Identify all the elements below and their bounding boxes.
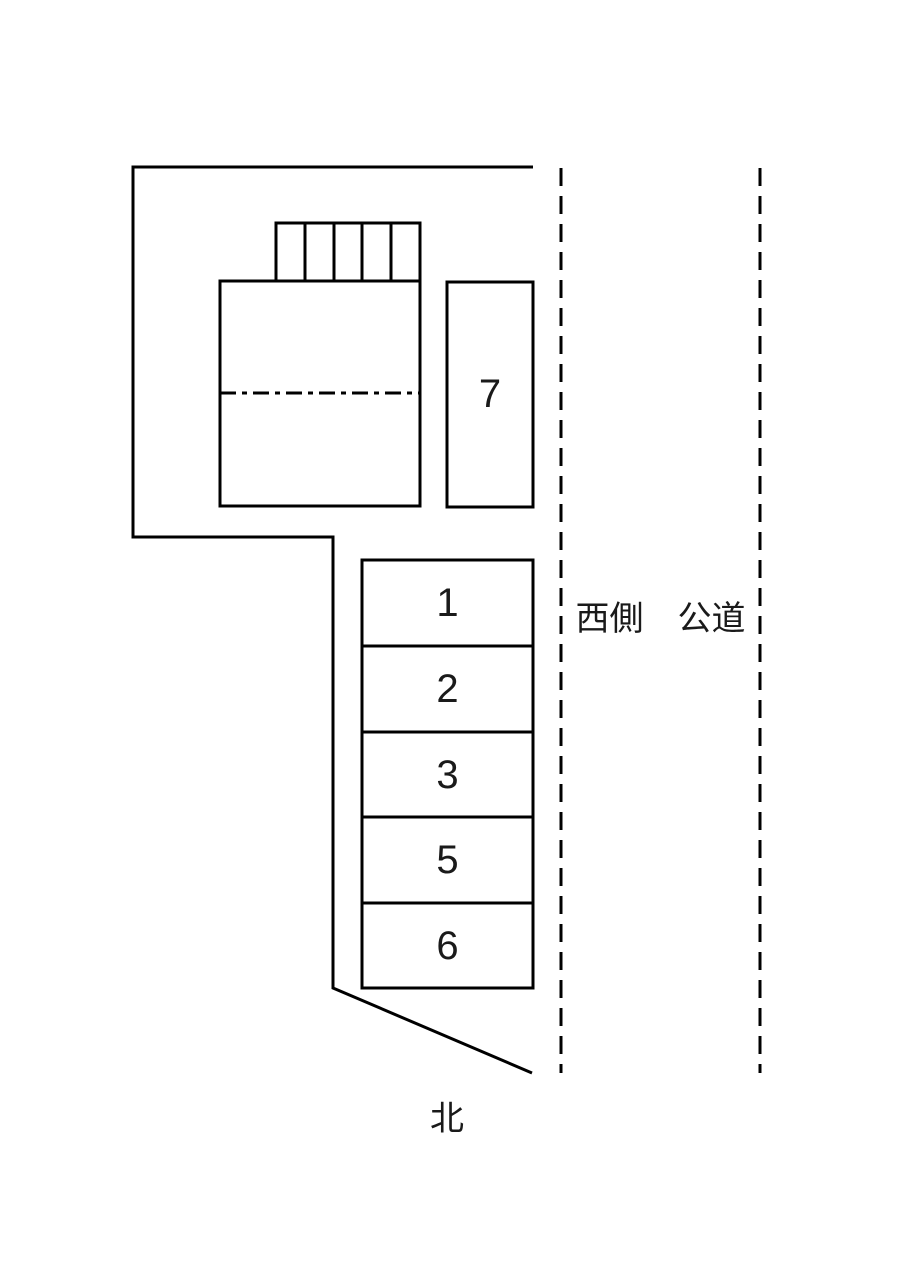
parking-space-7-outline [445, 280, 535, 509]
parking-stack-outline [360, 558, 535, 990]
parking-space-3-label: 3 [436, 752, 459, 797]
parking-space-1-label: 1 [436, 580, 459, 625]
parking-space-5-label: 5 [436, 837, 459, 882]
parking-space-6-label: 6 [436, 923, 459, 968]
north-label: 北 [430, 1099, 464, 1138]
road-label: 西側 公道 [575, 599, 746, 638]
parking-space-2-label: 2 [436, 666, 459, 711]
property-boundary-line [131, 165, 533, 1075]
parking-space-7-label: 7 [478, 372, 502, 416]
building-comb-outline [274, 221, 422, 283]
